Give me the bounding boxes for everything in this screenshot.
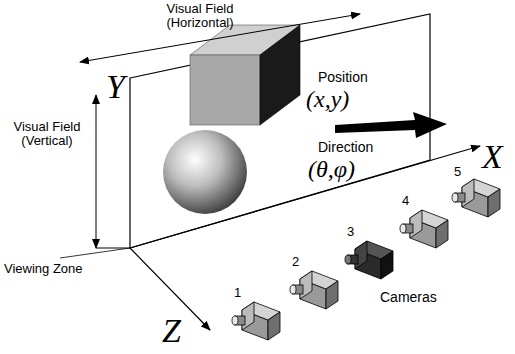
parameter-label: Position — [318, 70, 368, 85]
axis-label: Z — [162, 314, 181, 348]
direction-arrow — [335, 112, 447, 138]
camera — [345, 241, 393, 279]
axis-label: X — [482, 140, 503, 174]
parameter-math: (x,y) — [306, 87, 349, 111]
zone-label: Viewing Zone — [4, 262, 83, 276]
camera — [232, 302, 280, 340]
callout-number: 1 — [234, 286, 241, 300]
vertical-field-arrow — [96, 95, 97, 248]
field-label: Visual Field (Vertical) — [2, 120, 92, 147]
x-axis — [130, 146, 480, 248]
callout-number: 4 — [402, 194, 409, 208]
axis-label: Y — [106, 70, 125, 104]
field-label: Visual Field (Horizontal) — [150, 2, 250, 29]
camera — [452, 179, 500, 217]
callout-number: 3 — [347, 225, 354, 239]
callout-number: 2 — [292, 255, 299, 269]
camera — [290, 271, 338, 309]
sphere — [163, 130, 247, 214]
parameter-label: Direction — [318, 140, 373, 155]
callout-number: 5 — [454, 165, 461, 179]
parameter-math: (θ,φ) — [308, 157, 355, 181]
cameras-label: Cameras — [380, 290, 437, 305]
viewing-zone-line — [60, 248, 130, 258]
camera — [400, 210, 448, 248]
